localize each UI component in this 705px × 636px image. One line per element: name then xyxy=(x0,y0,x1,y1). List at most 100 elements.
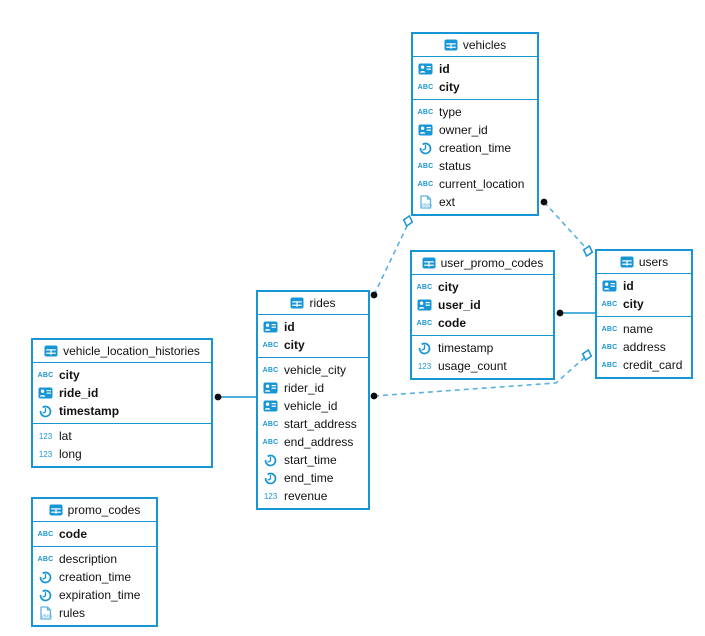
column-row-type[interactable]: ABC type xyxy=(413,103,537,121)
column-name: id xyxy=(439,62,450,76)
table-grid-icon xyxy=(422,257,436,269)
column-row-id[interactable]: id xyxy=(597,277,691,295)
table-grid-icon xyxy=(49,504,63,516)
column-name: vehicle_city xyxy=(284,363,347,377)
relation-rides-vehicles[interactable] xyxy=(370,214,414,299)
column-name: usage_count xyxy=(438,359,507,373)
123-number-icon: 123 xyxy=(38,431,53,441)
table-header[interactable]: user_promo_codes xyxy=(412,252,553,275)
column-name: expiration_time xyxy=(59,588,141,602)
column-name: long xyxy=(59,447,82,461)
table-title: user_promo_codes xyxy=(440,256,544,270)
column-row-rider_id[interactable]: rider_id xyxy=(258,379,368,397)
column-row-start_time[interactable]: start_time xyxy=(258,451,368,469)
column-row-city[interactable]: ABC city xyxy=(33,366,211,384)
abc-text-icon: ABC xyxy=(601,361,618,369)
column-row-creation_time[interactable]: creation_time xyxy=(33,568,156,586)
column-name: type xyxy=(439,105,462,119)
column-row-user_id[interactable]: user_id xyxy=(412,296,553,314)
column-row-id[interactable]: id xyxy=(258,318,368,336)
abc-text-icon: ABC xyxy=(417,180,434,188)
table-grid-icon xyxy=(290,297,304,309)
json-document-icon: JSON xyxy=(40,606,52,620)
column-name: status xyxy=(439,159,472,173)
abc-text-icon: ABC xyxy=(37,371,54,379)
table-header[interactable]: vehicle_location_histories xyxy=(33,340,211,363)
table-title: vehicles xyxy=(462,38,507,52)
column-name: city xyxy=(623,297,644,311)
relation-vehicle_location_histories-rides[interactable] xyxy=(214,393,256,401)
abc-text-icon: ABC xyxy=(417,108,434,116)
table-header[interactable]: users xyxy=(597,251,691,274)
column-row-name[interactable]: ABC name xyxy=(597,320,691,338)
svg-text:JSON: JSON xyxy=(421,203,432,208)
column-row-creation_time[interactable]: creation_time xyxy=(413,139,537,157)
abc-text-icon: ABC xyxy=(37,530,54,538)
table-grid-icon xyxy=(620,256,634,268)
column-row-expiration_time[interactable]: expiration_time xyxy=(33,586,156,604)
column-name: timestamp xyxy=(59,404,120,418)
abc-text-icon: ABC xyxy=(416,283,433,291)
column-row-vehicle_id[interactable]: vehicle_id xyxy=(258,397,368,415)
column-name: code xyxy=(438,316,467,330)
relation-vehicles-users[interactable] xyxy=(540,198,594,258)
clock-icon xyxy=(418,342,431,354)
abc-text-icon: ABC xyxy=(601,325,618,333)
id-card-icon xyxy=(417,299,432,311)
column-row-ride_id[interactable]: ride_id xyxy=(33,384,211,402)
123-number-icon: 123 xyxy=(38,449,53,459)
column-name: name xyxy=(623,322,654,336)
column-row-long[interactable]: 123 long xyxy=(33,445,211,463)
table-header[interactable]: promo_codes xyxy=(33,499,156,522)
table-header[interactable]: rides xyxy=(258,292,368,315)
id-card-icon xyxy=(263,382,278,394)
column-row-end_time[interactable]: end_time xyxy=(258,469,368,487)
relation-endpoint-diamond xyxy=(402,214,414,228)
clock-icon xyxy=(264,472,277,484)
table-header[interactable]: vehicles xyxy=(413,34,537,57)
column-name: creation_time xyxy=(439,141,512,155)
column-name: creation_time xyxy=(59,570,132,584)
column-name: start_time xyxy=(284,453,337,467)
column-row-id[interactable]: id xyxy=(413,60,537,78)
abc-text-icon: ABC xyxy=(262,341,279,349)
column-row-owner_id[interactable]: owner_id xyxy=(413,121,537,139)
column-row-timestamp[interactable]: timestamp xyxy=(412,339,553,357)
abc-text-icon: ABC xyxy=(37,555,54,563)
column-name: city xyxy=(59,368,80,382)
id-card-icon xyxy=(418,63,433,75)
clock-icon xyxy=(264,454,277,466)
relation-user_promo_codes-users[interactable] xyxy=(556,309,595,317)
column-row-timestamp[interactable]: timestamp xyxy=(33,402,211,420)
